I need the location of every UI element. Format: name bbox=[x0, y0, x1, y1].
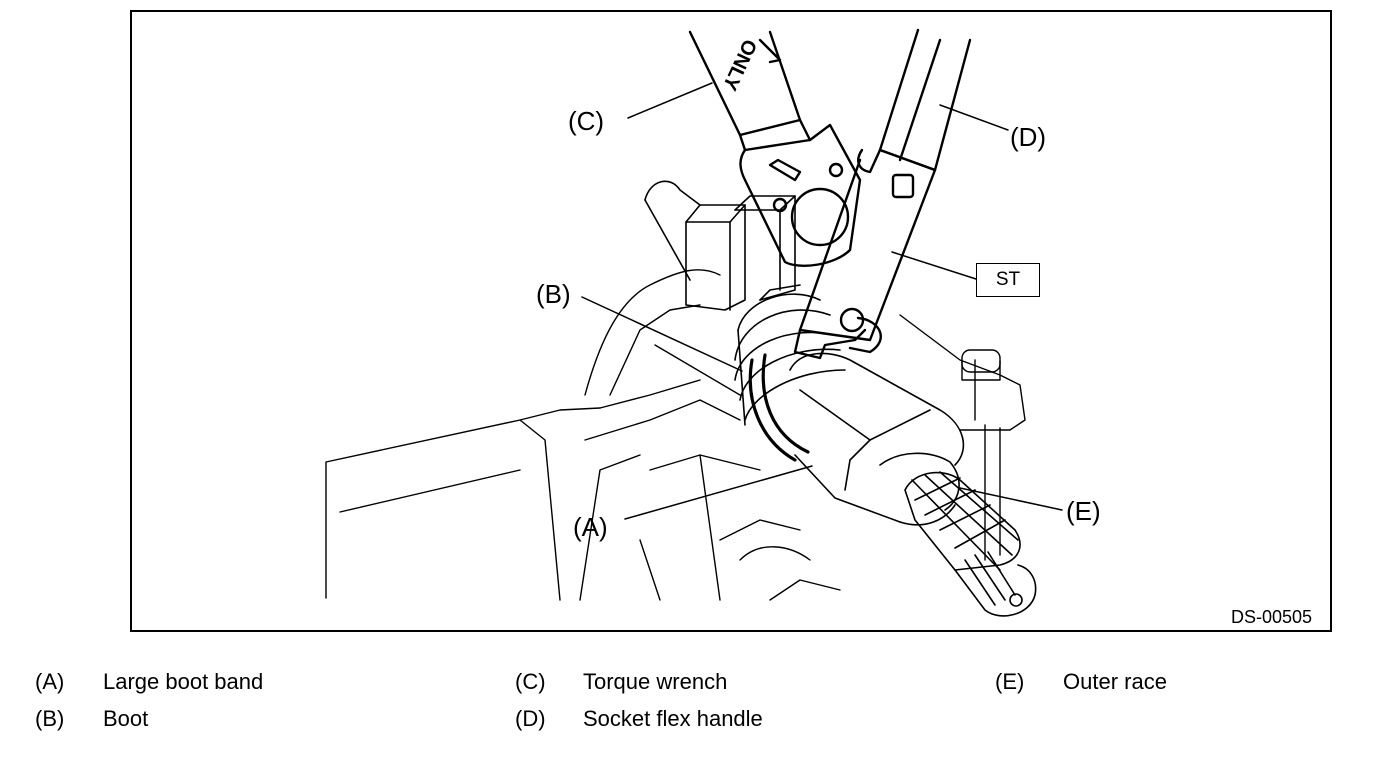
callout-a: (A) bbox=[573, 512, 608, 542]
legend-label: Boot bbox=[103, 706, 149, 731]
figure-id: DS-00505 bbox=[1231, 607, 1313, 627]
legend-key: (A) bbox=[35, 669, 65, 694]
legend-key: (B) bbox=[35, 706, 65, 731]
legend-column-3: (E) Outer race bbox=[995, 663, 1167, 700]
leader-lines bbox=[581, 82, 1063, 520]
legend-item: (A) Large boot band bbox=[35, 663, 263, 700]
legend-item: (E) Outer race bbox=[995, 663, 1167, 700]
outer-race-body bbox=[789, 352, 1037, 617]
legend-column-2: (C) Torque wrench (D) Socket flex handle bbox=[515, 663, 763, 737]
callout-e: (E) bbox=[1066, 496, 1101, 526]
callout-c: (C) bbox=[568, 106, 605, 136]
special-tool-label: ST bbox=[976, 263, 1040, 297]
legend-label: Torque wrench bbox=[583, 669, 728, 694]
callout-b: (B) bbox=[536, 279, 571, 309]
legend-label: Socket flex handle bbox=[583, 706, 763, 731]
figure-frame bbox=[130, 10, 1332, 632]
legend-label: Large boot band bbox=[103, 669, 264, 694]
legend-key: (E) bbox=[995, 669, 1025, 694]
clamp-blocks bbox=[644, 180, 796, 311]
legend-column-1: (A) Large boot band (B) Boot bbox=[35, 663, 263, 737]
housing-outline bbox=[325, 269, 1026, 601]
legend-key: (C) bbox=[515, 669, 546, 694]
legend-item: (D) Socket flex handle bbox=[515, 700, 763, 737]
large-boot-band bbox=[748, 353, 810, 462]
legend-item: (C) Torque wrench bbox=[515, 663, 763, 700]
torque-wrench bbox=[688, 30, 862, 267]
socket-flex-handle bbox=[793, 28, 972, 360]
legend-item: (B) Boot bbox=[35, 700, 263, 737]
boot bbox=[734, 284, 846, 426]
legend-label: Outer race bbox=[1063, 669, 1167, 694]
callout-d: (D) bbox=[1010, 122, 1047, 152]
legend-key: (D) bbox=[515, 706, 546, 731]
